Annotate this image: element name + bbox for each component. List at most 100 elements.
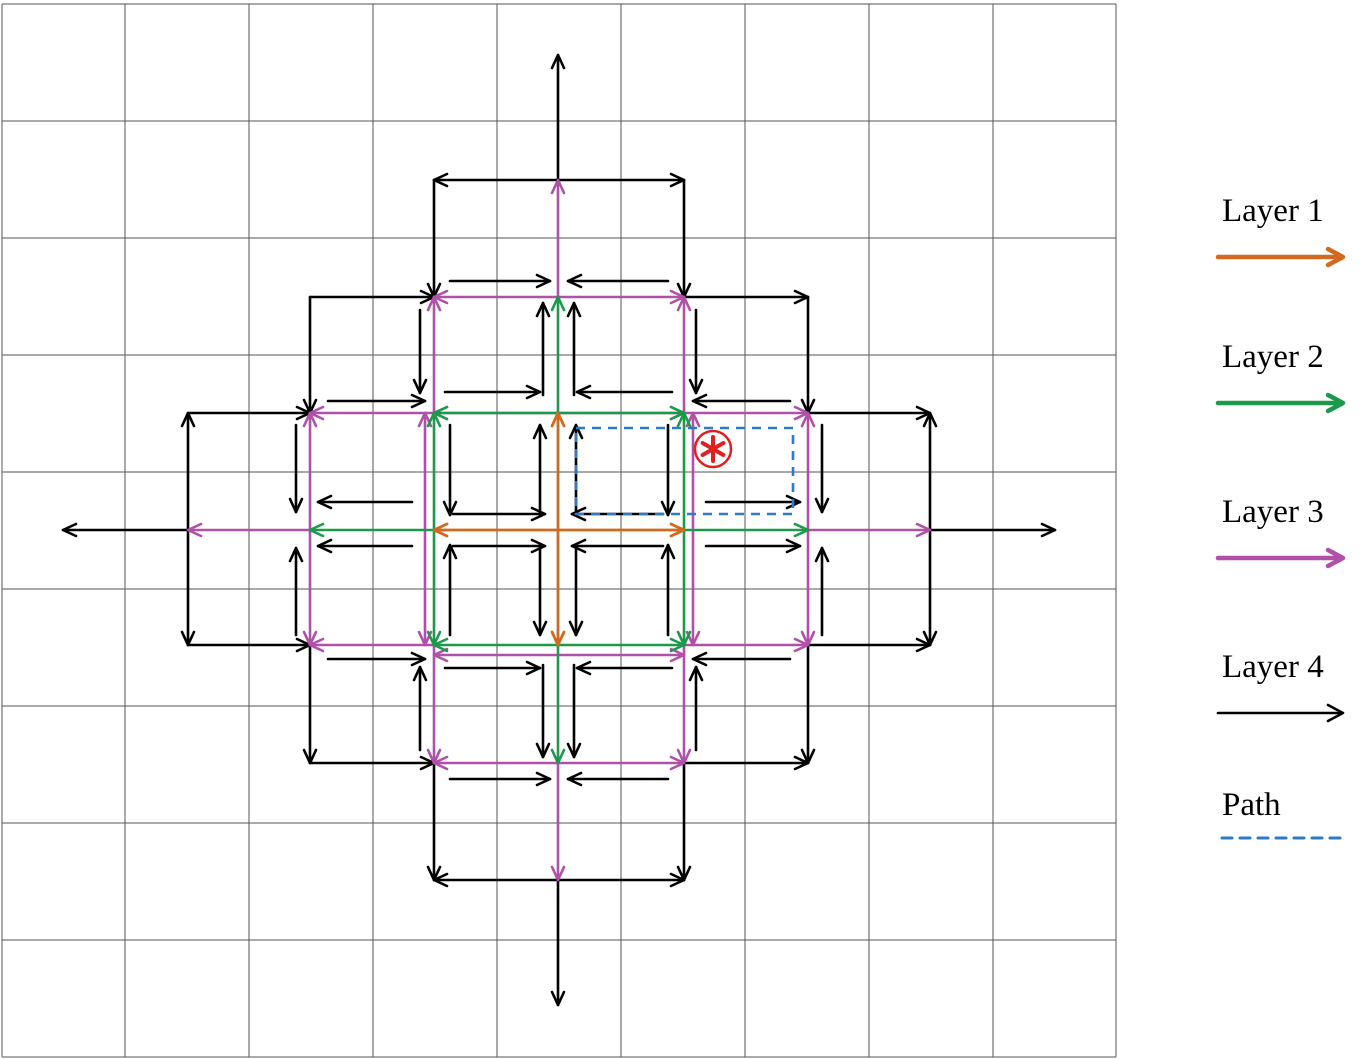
layer4-arrow (326, 651, 427, 667)
path-rectangle (574, 426, 795, 516)
legend-sample-0 (1215, 246, 1346, 268)
arrows-layer (61, 53, 1057, 1007)
layer3-arrow (682, 637, 810, 653)
layer4-arrow (442, 543, 458, 637)
layer3-arrow (676, 295, 692, 415)
layer2-arrow (308, 522, 436, 538)
layer4-arrow (550, 878, 566, 1007)
layer4-arrow (308, 289, 436, 305)
layer4-arrow (570, 506, 665, 522)
layer1-arrow (556, 522, 686, 538)
layer4-arrow (704, 538, 802, 554)
layer4-arrow (806, 637, 932, 653)
layer4-arrow (676, 761, 692, 882)
layer4-arrow (535, 663, 551, 759)
legend-label-layer1: Layer 1 (1222, 193, 1324, 229)
layer4-arrow (448, 273, 552, 289)
layer4-arrow (412, 665, 428, 752)
layer4-arrow (326, 393, 427, 409)
layer3-arrow (308, 405, 436, 421)
layer3-arrow (676, 643, 692, 765)
layer4-arrow (814, 423, 830, 514)
goal-marker (693, 429, 733, 469)
layer4-arrow (535, 301, 551, 397)
asterisk-icon (700, 435, 726, 463)
layer3-arrow (186, 522, 312, 538)
layer1-arrow (432, 522, 560, 538)
layer2-arrow (550, 295, 566, 415)
layer3-arrow (432, 755, 560, 771)
layer4-arrow (302, 643, 318, 765)
layer4-arrow (308, 755, 436, 771)
layer4-arrow (660, 543, 676, 637)
legend-sample-3 (1216, 703, 1345, 723)
layer4-arrow (61, 522, 190, 538)
legend-label-layer3: Layer 3 (1222, 494, 1324, 530)
layer4-arrow (682, 289, 810, 305)
layer2-arrow (426, 528, 442, 647)
layer4-arrow (928, 522, 1057, 538)
layer3-arrow (432, 647, 560, 663)
layer1-arrow (550, 528, 566, 647)
layer4-arrow (443, 384, 542, 400)
layer4-arrow (288, 546, 304, 637)
layer4-arrow (316, 538, 414, 554)
layer4-arrow (704, 494, 802, 510)
layer4-arrow (691, 651, 792, 667)
layer4-arrow (691, 393, 792, 409)
layer4-arrow (566, 301, 582, 397)
layer4-arrow (575, 384, 674, 400)
legend-label-path: Path (1222, 787, 1281, 823)
layer3-arrow (302, 528, 318, 647)
layer3-arrow (550, 761, 566, 882)
layer3-arrow (685, 528, 701, 647)
layer1-arrow (550, 411, 566, 532)
layer4-arrow (814, 546, 830, 637)
layer4-arrow (443, 660, 542, 676)
layer3-arrow (556, 647, 686, 663)
layer4-arrow (568, 543, 584, 637)
layer2-arrow (426, 411, 442, 532)
layer3-arrow (800, 411, 816, 532)
layer4-arrow (316, 494, 414, 510)
goal-marker-circle (693, 429, 733, 469)
legend-samples (1215, 246, 1347, 840)
layer4-arrow (442, 423, 458, 517)
layer4-arrow (566, 273, 670, 289)
layer3-arrow (432, 289, 560, 305)
path-dashed-rect (574, 426, 795, 516)
layer3-arrow (806, 522, 932, 538)
layer3-arrow (800, 528, 816, 647)
layer4-arrow (688, 308, 704, 395)
layer4-arrow (575, 660, 674, 676)
layer4-arrow (566, 663, 582, 759)
layer3-arrow (426, 643, 442, 765)
layer4-arrow (570, 538, 665, 554)
layer4-arrow (451, 506, 547, 522)
layer2-arrow (550, 643, 566, 765)
legend-label-layer2: Layer 2 (1222, 339, 1324, 375)
layer2-arrow (676, 528, 692, 647)
layer3-arrow (302, 411, 318, 532)
layer4-arrow (566, 771, 670, 787)
layer4-arrow (532, 423, 548, 517)
layer3-arrow (426, 295, 442, 415)
layer3-arrow (308, 637, 436, 653)
legend-label-layer4: Layer 4 (1222, 649, 1324, 685)
layer3-arrow (682, 405, 810, 421)
layer2-arrow (682, 522, 810, 538)
layer4-arrow (800, 643, 816, 765)
layer2-arrow (432, 405, 560, 421)
layer4-arrow (288, 423, 304, 514)
layer4-arrow (550, 53, 566, 182)
layer4-arrow (682, 755, 810, 771)
layer4-arrow (448, 771, 552, 787)
legend-sample-2 (1215, 547, 1346, 569)
legend: Layer 1 Layer 2 Layer 3 Layer 4 Path (1215, 193, 1347, 840)
layer4-arrow (532, 543, 548, 637)
layer4-arrow (660, 423, 676, 517)
layer4-arrow (451, 538, 547, 554)
legend-sample-1 (1215, 392, 1346, 414)
layer3-arrow (417, 528, 433, 647)
